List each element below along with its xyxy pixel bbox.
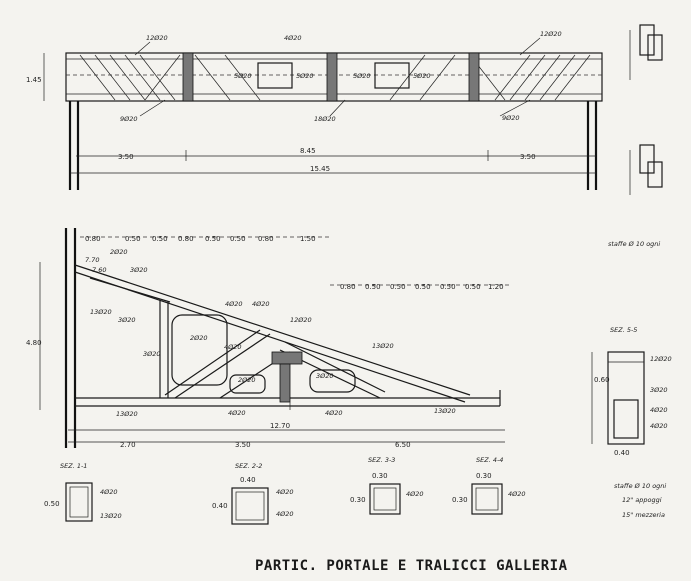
truss-label-8: 3Ø20 xyxy=(143,350,161,358)
truss-label-2: 3Ø20 xyxy=(130,266,148,274)
section-1-name: SEZ. 1-1 xyxy=(60,462,87,470)
beam-label-mid-2: 5Ø20 xyxy=(296,72,314,80)
sez-5-bar-0: 12Ø20 xyxy=(650,355,672,363)
drawing-title: PARTIC. PORTALE E TRALICCI GALLERIA xyxy=(255,558,568,574)
section-2-name: SEZ. 2-2 xyxy=(235,462,262,470)
truss-top-dim-5: 0.50 xyxy=(230,235,246,243)
section-4-width: 0.30 xyxy=(476,472,492,480)
beam-label-mid-1: 5Ø20 xyxy=(234,72,252,80)
beam-label-mid-3: 5Ø20 xyxy=(353,72,371,80)
truss-label-0: 2Ø20 xyxy=(110,248,128,256)
truss-mid-dim-0: 0.80 xyxy=(340,283,356,291)
sez-5-label: SEZ. 5-5 xyxy=(610,326,637,334)
truss-dim-right: 6.50 xyxy=(395,441,411,449)
truss-mid-dim-3: 0.50 xyxy=(415,283,431,291)
truss-top-dim-3: 0.80 xyxy=(178,235,194,243)
section-3-bar-0: 4Ø20 xyxy=(406,490,424,498)
sez-5-height: 0.60 xyxy=(594,376,610,384)
beam-height-dim: 1.45 xyxy=(26,76,42,84)
truss-label-15: 4Ø20 xyxy=(325,409,343,417)
stirrups-note: staffe Ø 10 ogni xyxy=(608,240,660,248)
truss-label-13: 13Ø20 xyxy=(116,410,138,418)
top-beam-elevation: 12Ø20 4Ø20 12Ø20 5Ø20 5Ø20 5Ø20 5Ø20 9Ø2… xyxy=(26,30,603,190)
section-1-height: 0.50 xyxy=(44,500,60,508)
truss-top-dim-4: 0.50 xyxy=(205,235,221,243)
section-4-bar-0: 4Ø20 xyxy=(508,490,526,498)
truss-mid-dim-2: 0.50 xyxy=(390,283,406,291)
beam-label-mid-4: 5Ø20 xyxy=(413,72,431,80)
truss-label-1: 13Ø20 xyxy=(90,308,112,316)
sez-5-bar-3: 4Ø20 xyxy=(650,422,668,430)
sez-5-bar-2: 4Ø20 xyxy=(650,406,668,414)
beam-dim-mid: 8.45 xyxy=(300,147,316,155)
truss-label-6: 12Ø20 xyxy=(290,316,312,324)
truss-label-14: 4Ø20 xyxy=(228,409,246,417)
truss-top-dim-1: 0.50 xyxy=(125,235,141,243)
beam-label-bot-right: 9Ø20 xyxy=(502,114,520,122)
truss-label-16: 13Ø20 xyxy=(372,342,394,350)
section-4-height: 0.30 xyxy=(452,496,468,504)
section-3-width: 0.30 xyxy=(372,472,388,480)
section-2-bar-1: 4Ø20 xyxy=(276,510,294,518)
section-3-height: 0.30 xyxy=(350,496,366,504)
section-1-bar-0: 4Ø20 xyxy=(100,488,118,496)
truss-top-dim-0: 0.80 xyxy=(85,235,101,243)
truss-label-9: 4Ø20 xyxy=(224,343,242,351)
section-2-height: 0.40 xyxy=(212,502,228,510)
beam-label-top-left: 12Ø20 xyxy=(146,34,168,42)
section-2-width: 0.40 xyxy=(240,476,256,484)
section-2-bar-0: 4Ø20 xyxy=(276,488,294,496)
truss-mid-dim-1: 0.50 xyxy=(365,283,381,291)
truss-label-11: 2Ø20 xyxy=(238,376,256,384)
truss-mid-dim-4: 0.50 xyxy=(440,283,456,291)
sez-5-bar-1: 3Ø20 xyxy=(650,386,668,394)
truss-dim-mid: 3.50 xyxy=(235,441,251,449)
svg-text:7.60: 7.60 xyxy=(92,266,106,274)
truss-elevation: 7.70 7.60 2Ø20 13Ø20 3Ø20 3Ø20 4Ø20 4Ø20… xyxy=(26,228,510,449)
beam-label-bot-mid: 18Ø20 xyxy=(314,115,336,123)
section-1-1: SEZ. 1-1 4Ø20 13Ø20 0.50 xyxy=(44,462,122,522)
truss-dim-total: 12.70 xyxy=(270,422,290,430)
truss-label-10: 3Ø20 xyxy=(316,372,334,380)
beam-label-top-mid: 4Ø20 xyxy=(284,34,302,42)
truss-top-dim-7: 1.50 xyxy=(300,235,316,243)
beam-label-top-right: 12Ø20 xyxy=(540,30,562,38)
beam-label-bot-left: 9Ø20 xyxy=(120,115,138,123)
section-3-name: SEZ. 3-3 xyxy=(368,456,395,464)
truss-label-12: 13Ø20 xyxy=(434,407,456,415)
truss-label-3: 3Ø20 xyxy=(118,316,136,324)
truss-mid-dim-6: 1.20 xyxy=(488,283,504,291)
svg-text:7.70: 7.70 xyxy=(85,256,99,264)
truss-height-dim: 4.80 xyxy=(26,339,42,347)
sez-5-width: 0.40 xyxy=(614,449,630,457)
truss-label-7: 2Ø20 xyxy=(190,334,208,342)
section-1-bar-1: 13Ø20 xyxy=(100,512,122,520)
truss-top-dim-2: 0.50 xyxy=(152,235,168,243)
beam-dim-total: 15.45 xyxy=(310,165,330,173)
section-3-3: SEZ. 3-3 0.30 0.30 4Ø20 xyxy=(350,456,424,515)
truss-top-dim-6: 0.80 xyxy=(258,235,274,243)
section-4-name: SEZ. 4-4 xyxy=(476,456,503,464)
sez-5-outline xyxy=(607,351,645,445)
truss-label-4: 4Ø20 xyxy=(225,300,243,308)
truss-label-5: 4Ø20 xyxy=(252,300,270,308)
section-4-4: SEZ. 4-4 0.30 0.30 4Ø20 xyxy=(452,456,526,515)
note-line-1: 12" appoggi xyxy=(622,496,662,504)
right-details: staffe Ø 10 ogni SEZ. 5-5 0.60 0.40 12Ø2… xyxy=(591,24,672,519)
note-line-2: 15" mezzeria xyxy=(622,511,665,519)
truss-dim-left: 2.70 xyxy=(120,441,136,449)
section-2-2: SEZ. 2-2 0.40 0.40 4Ø20 4Ø20 xyxy=(212,462,294,525)
beam-dim-right: 3.50 xyxy=(520,153,536,161)
beam-dim-left: 3.50 xyxy=(118,153,134,161)
note-line-0: staffe Ø 10 ogni xyxy=(614,482,666,490)
truss-mid-dim-5: 0.50 xyxy=(465,283,481,291)
